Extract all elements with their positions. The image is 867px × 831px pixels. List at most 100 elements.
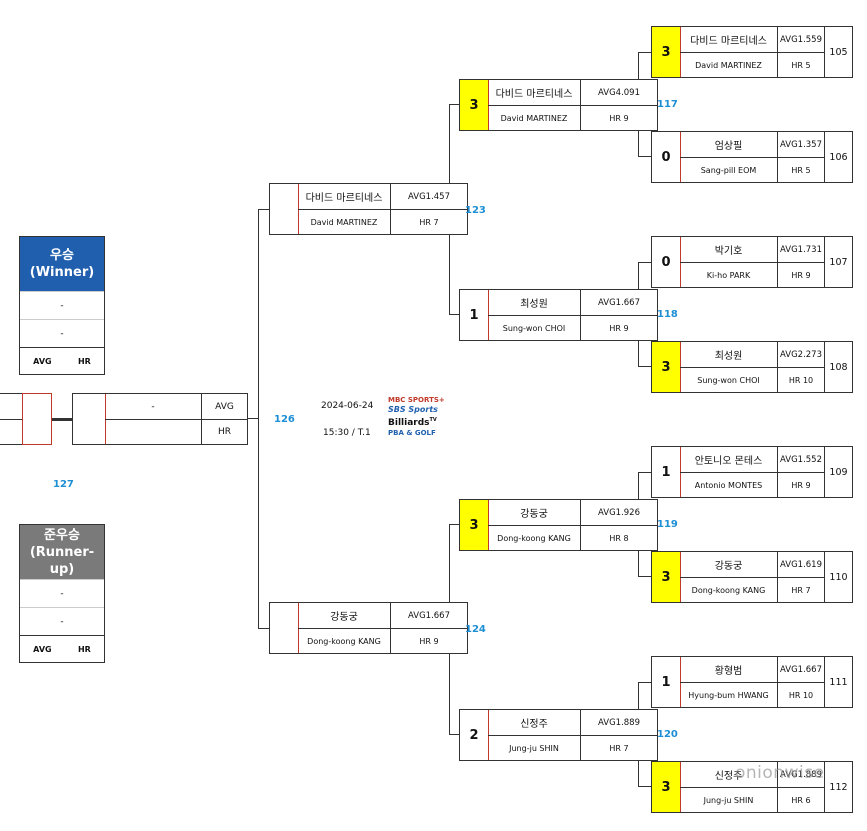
player-name-en: Sung-won CHOI xyxy=(697,375,760,385)
player-name-ko: 강동궁 xyxy=(330,612,358,623)
player-hr: HR 7 xyxy=(419,217,439,227)
player-name-en: Sung-won CHOI xyxy=(502,323,566,333)
player-hr: HR 9 xyxy=(791,270,811,280)
column-divider xyxy=(777,27,778,77)
column-divider xyxy=(580,80,581,130)
column-divider xyxy=(777,657,778,707)
player-name-en: David MARTINEZ xyxy=(695,60,762,70)
row-divider xyxy=(680,367,824,368)
player-hr: HR 9 xyxy=(609,113,629,123)
player-hr: HR 7 xyxy=(609,743,629,753)
connector xyxy=(258,209,269,210)
r16-match-number: 110 xyxy=(825,551,853,603)
winner-hr-label: HR xyxy=(77,356,91,366)
winner-avg-label: AVG xyxy=(33,356,52,366)
score-cell: 3 xyxy=(460,500,489,550)
r16-match-number: 105 xyxy=(825,26,853,78)
connector xyxy=(449,524,459,525)
score-cell: 1 xyxy=(652,447,681,497)
connector xyxy=(449,104,459,105)
player-hr: HR 7 xyxy=(791,585,811,595)
player-hr: HR 9 xyxy=(791,480,811,490)
final-hr: HR xyxy=(217,427,232,437)
player-avg: AVG1.457 xyxy=(407,191,450,202)
column-divider xyxy=(580,500,581,550)
score-cell: 3 xyxy=(652,762,681,812)
winner-row-1: - xyxy=(20,291,104,319)
winner-title-en: (Winner) xyxy=(29,265,95,280)
quarter-match-number: 117 xyxy=(657,99,678,110)
connector xyxy=(248,418,259,419)
row-divider xyxy=(488,105,657,106)
quarter-match-number: 120 xyxy=(657,729,678,740)
player-name-ko: 신정주 xyxy=(520,719,548,730)
player-name-en: Sang-pill EOM xyxy=(700,165,757,175)
connector xyxy=(449,734,459,735)
player-name-en: Dong-koong KANG xyxy=(307,636,381,646)
connector xyxy=(449,314,459,315)
runnerup-title-ko: 준우승 xyxy=(44,527,80,543)
row-divider xyxy=(680,577,824,578)
player-avg: AVG1.667 xyxy=(407,610,450,621)
final-avg: AVG xyxy=(215,401,234,412)
runnerup-footer: AVG HR xyxy=(20,635,104,662)
player-hr: HR 10 xyxy=(788,375,814,385)
score-cell: 3 xyxy=(460,80,489,130)
schedule-date: 2024-06-24 xyxy=(321,401,374,411)
score-cell xyxy=(270,603,299,653)
row-divider xyxy=(680,787,824,788)
player-hr: HR 5 xyxy=(791,165,811,175)
player-name-ko: 다비드 마르티네스 xyxy=(305,193,383,204)
score-cell: 1 xyxy=(652,657,681,707)
player-avg: AVG1.731 xyxy=(779,244,822,255)
player-name-ko: 안토니오 몬테스 xyxy=(694,456,763,467)
pba-golf-logo: PBA & GOLF xyxy=(388,429,436,437)
watermark: onionwise xyxy=(735,763,825,783)
player-name-ko: 최성원 xyxy=(520,299,548,310)
row-divider xyxy=(488,315,657,316)
runnerup-row-2: - xyxy=(20,607,104,635)
score-cell: 3 xyxy=(652,342,681,392)
row-divider xyxy=(488,735,657,736)
player-name-ko: 강동궁 xyxy=(520,509,548,520)
final-name: - xyxy=(151,401,155,412)
runnerup-panel: 준우승 (Runner-up) - - AVG HR xyxy=(19,524,105,663)
player-avg: AVG1.889 xyxy=(779,769,822,780)
player-avg: AVG1.619 xyxy=(779,559,822,570)
score-cell: 3 xyxy=(652,27,681,77)
connector xyxy=(638,576,651,577)
quarter-match-number: 118 xyxy=(657,309,678,320)
player-avg: AVG1.926 xyxy=(597,507,640,518)
r16-match-number: 108 xyxy=(825,341,853,393)
row-divider xyxy=(680,157,824,158)
player-avg: AVG4.091 xyxy=(597,87,640,98)
player-avg: AVG1.357 xyxy=(779,139,822,150)
column-divider xyxy=(777,552,778,602)
r16-match-number: 112 xyxy=(825,761,853,813)
final-match-number: 126 xyxy=(274,414,295,425)
column-divider xyxy=(390,603,391,653)
player-avg: AVG1.559 xyxy=(779,34,822,45)
column-divider xyxy=(580,290,581,340)
connector xyxy=(258,209,259,629)
column-divider xyxy=(777,342,778,392)
player-avg: AVG1.667 xyxy=(597,297,640,308)
player-hr: HR 10 xyxy=(788,690,814,700)
player-name-ko: 강동궁 xyxy=(714,561,743,572)
semi-match-number: 123 xyxy=(465,205,486,216)
player-hr: HR 9 xyxy=(419,636,439,646)
score-cell: 3 xyxy=(652,552,681,602)
runnerup-avg-label: AVG xyxy=(33,644,52,654)
connector xyxy=(638,786,651,787)
semis-match-card: 강동궁 Dong-koong KANG AVG1.667 HR 9 xyxy=(269,602,468,654)
row-divider xyxy=(298,209,467,210)
final-score-a xyxy=(22,393,52,445)
connector xyxy=(638,262,651,263)
sbs-sports-logo: SBS Sports xyxy=(388,405,438,414)
player-name-en: David MARTINEZ xyxy=(500,113,568,123)
